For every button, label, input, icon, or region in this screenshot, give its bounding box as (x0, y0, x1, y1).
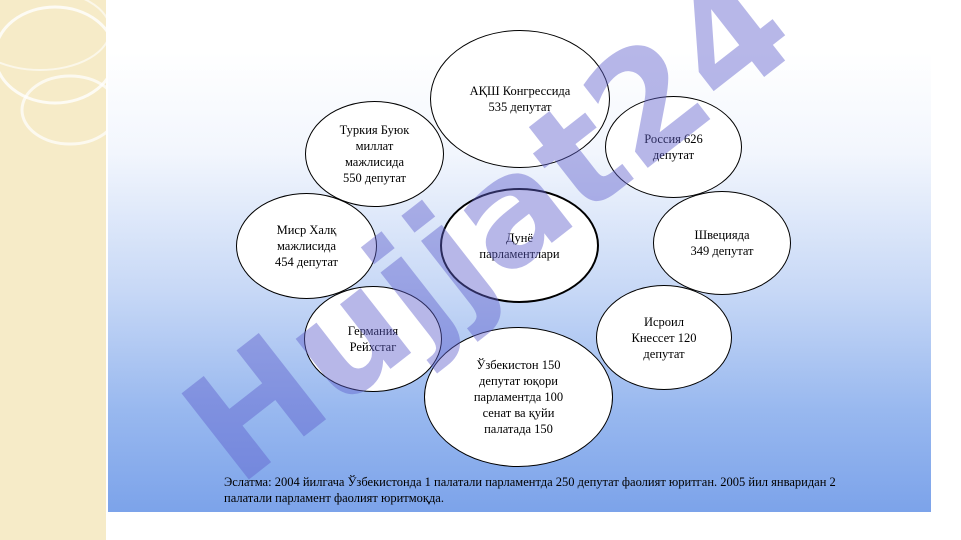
node-israel: Исроил Кнессет 120 депутат (596, 285, 732, 390)
node-turkey: Туркия Буюк миллат мажлисида 550 депутат (305, 101, 444, 207)
node-world-parliaments: Дунё парламентлари (440, 188, 599, 303)
node-uzbekistan: Ўзбекистон 150 депутат юқори парламентда… (424, 327, 613, 467)
left-decorative-strip (0, 0, 106, 540)
node-sweden: Швецияда 349 депутат (653, 191, 791, 295)
node-usa-congress: АҚШ Конгрессида 535 депутат (430, 30, 610, 168)
footnote: Эслатма: 2004 йилгача Ўзбекистонда 1 пал… (224, 475, 836, 505)
node-germany: Германия Рейхстаг (304, 286, 442, 392)
node-russia: Россия 626 депутат (605, 96, 742, 198)
node-egypt: Миср Халқ мажлисида 454 депутат (236, 193, 377, 299)
decorative-rings (0, 0, 106, 146)
